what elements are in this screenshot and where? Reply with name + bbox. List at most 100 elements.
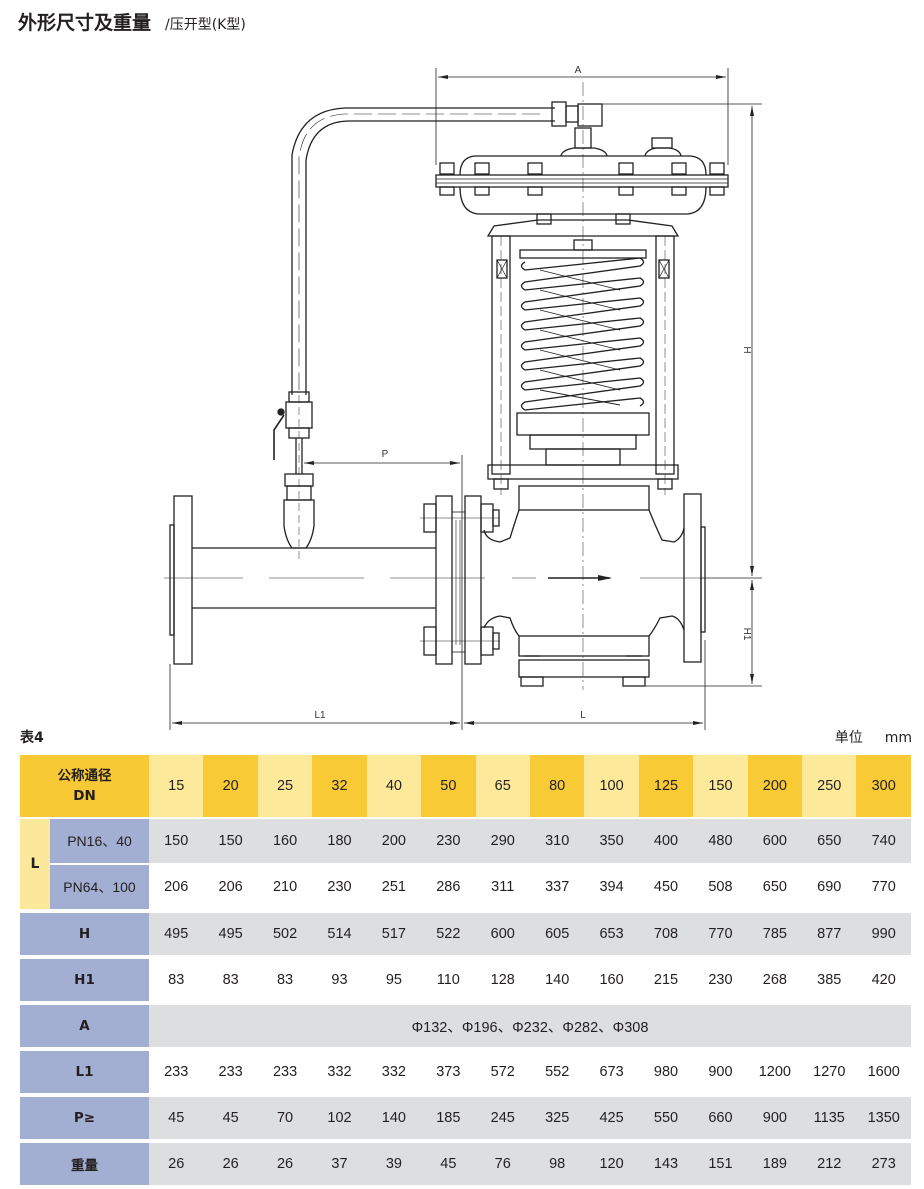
header-dn-cell: 150 [693, 755, 748, 817]
diaphragm-actuator [435, 82, 729, 470]
row-label: L1 [20, 1051, 149, 1093]
valve-body [483, 470, 706, 690]
table-cell: 70 [276, 1110, 294, 1126]
table-cell: 39 [385, 1156, 402, 1172]
table-cell: 517 [381, 926, 406, 942]
table-cell: 385 [817, 972, 842, 988]
table-cell: 1600 [867, 1064, 900, 1080]
spring-assembly [486, 219, 680, 495]
table-cell: 690 [817, 879, 842, 895]
table-cell: 200 [381, 833, 406, 849]
table-cell: 660 [708, 1110, 733, 1126]
table-cell: 83 [222, 972, 239, 988]
header-label-line1: 公称通径 [57, 768, 112, 784]
row-label: PN64、100 [50, 865, 149, 909]
header-dn-cell: 50 [421, 755, 476, 817]
table-cell: 45 [222, 1110, 239, 1126]
table-cell: 332 [327, 1064, 352, 1080]
table-cell: 480 [708, 833, 733, 849]
header-dn-cell: 80 [529, 755, 585, 817]
table-cell: 273 [871, 1156, 896, 1172]
table-cell: 102 [327, 1110, 352, 1126]
table-cell: 26 [222, 1156, 239, 1172]
table-cell: 1200 [758, 1064, 791, 1080]
table-cell: 160 [272, 833, 298, 849]
table-cell: 900 [708, 1064, 733, 1080]
unit-label: 单位 [834, 730, 863, 746]
table-cell: 980 [653, 1064, 679, 1080]
table-cell: 420 [871, 972, 896, 988]
table-cell: 425 [599, 1110, 624, 1126]
table-cell: 120 [599, 1156, 624, 1172]
header-dn-cell: 20 [203, 755, 258, 817]
table-cell: 311 [491, 879, 515, 895]
a-values-cell: Φ132、Φ196、Φ232、Φ282、Φ308 [411, 1019, 649, 1036]
table-cell: 110 [436, 972, 460, 988]
table-cell: 373 [436, 1064, 461, 1080]
table-cell: 1270 [813, 1064, 846, 1080]
table-cell: 26 [276, 1156, 294, 1172]
upstream-pipe [164, 495, 500, 665]
row-label: A [20, 1005, 149, 1047]
table-cell: 740 [871, 833, 896, 849]
table-cell: 45 [440, 1156, 457, 1172]
table-cell: 37 [331, 1156, 348, 1172]
page-title: 外形尺寸及重量 [18, 12, 152, 34]
table-cell: 215 [653, 972, 679, 988]
table-cell: 522 [436, 926, 461, 942]
table-cell: 877 [817, 926, 842, 942]
table-cell: 770 [708, 926, 733, 942]
table-cell: 650 [817, 833, 842, 849]
l-group-label: L [20, 819, 50, 909]
header-dn-cell: 300 [856, 755, 911, 817]
table-cell: 189 [762, 1156, 787, 1172]
table-cell: 1135 [813, 1110, 845, 1126]
label-l: L [580, 710, 586, 721]
table-cell: 230 [327, 879, 352, 895]
table-cell: 450 [653, 879, 679, 895]
table-cell: 332 [381, 1064, 406, 1080]
header-dn-cell: 65 [475, 755, 530, 817]
row-label: H1 [20, 959, 149, 1001]
table-cell: 45 [168, 1110, 185, 1126]
table-cell: 83 [276, 972, 294, 988]
row-label: 重量 [20, 1143, 149, 1185]
table-cell: 673 [599, 1064, 624, 1080]
table-cell: 708 [653, 926, 679, 942]
header-dn-cell: 100 [584, 755, 639, 817]
table-cell: 900 [762, 1110, 787, 1126]
table-cell: 650 [762, 879, 787, 895]
table-cell: 495 [164, 926, 189, 942]
table-cell: 128 [490, 972, 515, 988]
header-dn-cell: 32 [312, 755, 367, 817]
table-cell: 1350 [867, 1110, 900, 1126]
table-cell: 98 [549, 1156, 566, 1172]
table-cell: 337 [545, 879, 570, 895]
table-cell: 600 [490, 926, 515, 942]
table-cell: 95 [385, 972, 402, 988]
page-heading: 外形尺寸及重量 /压开型(K型) [18, 8, 246, 35]
table-cell: 990 [871, 926, 896, 942]
table-cell: 230 [436, 833, 461, 849]
valve-dimension-drawing: A H H1 P [0, 40, 924, 730]
table-cell: 508 [708, 879, 733, 895]
table-cell: 785 [762, 926, 787, 942]
table-cell: 76 [494, 1156, 511, 1172]
table-cell: 185 [436, 1110, 461, 1126]
label-a: A [575, 65, 582, 76]
table-cell: 514 [327, 926, 352, 942]
table-cell: 180 [327, 833, 352, 849]
header-dn-cell: 125 [638, 755, 694, 817]
table-row-a: A Φ132、Φ196、Φ232、Φ282、Φ308 [20, 1005, 911, 1047]
table-cell: 212 [817, 1156, 842, 1172]
sensing-pipe [273, 107, 555, 560]
table-cell: 400 [653, 833, 679, 849]
table-cell: 552 [545, 1064, 570, 1080]
